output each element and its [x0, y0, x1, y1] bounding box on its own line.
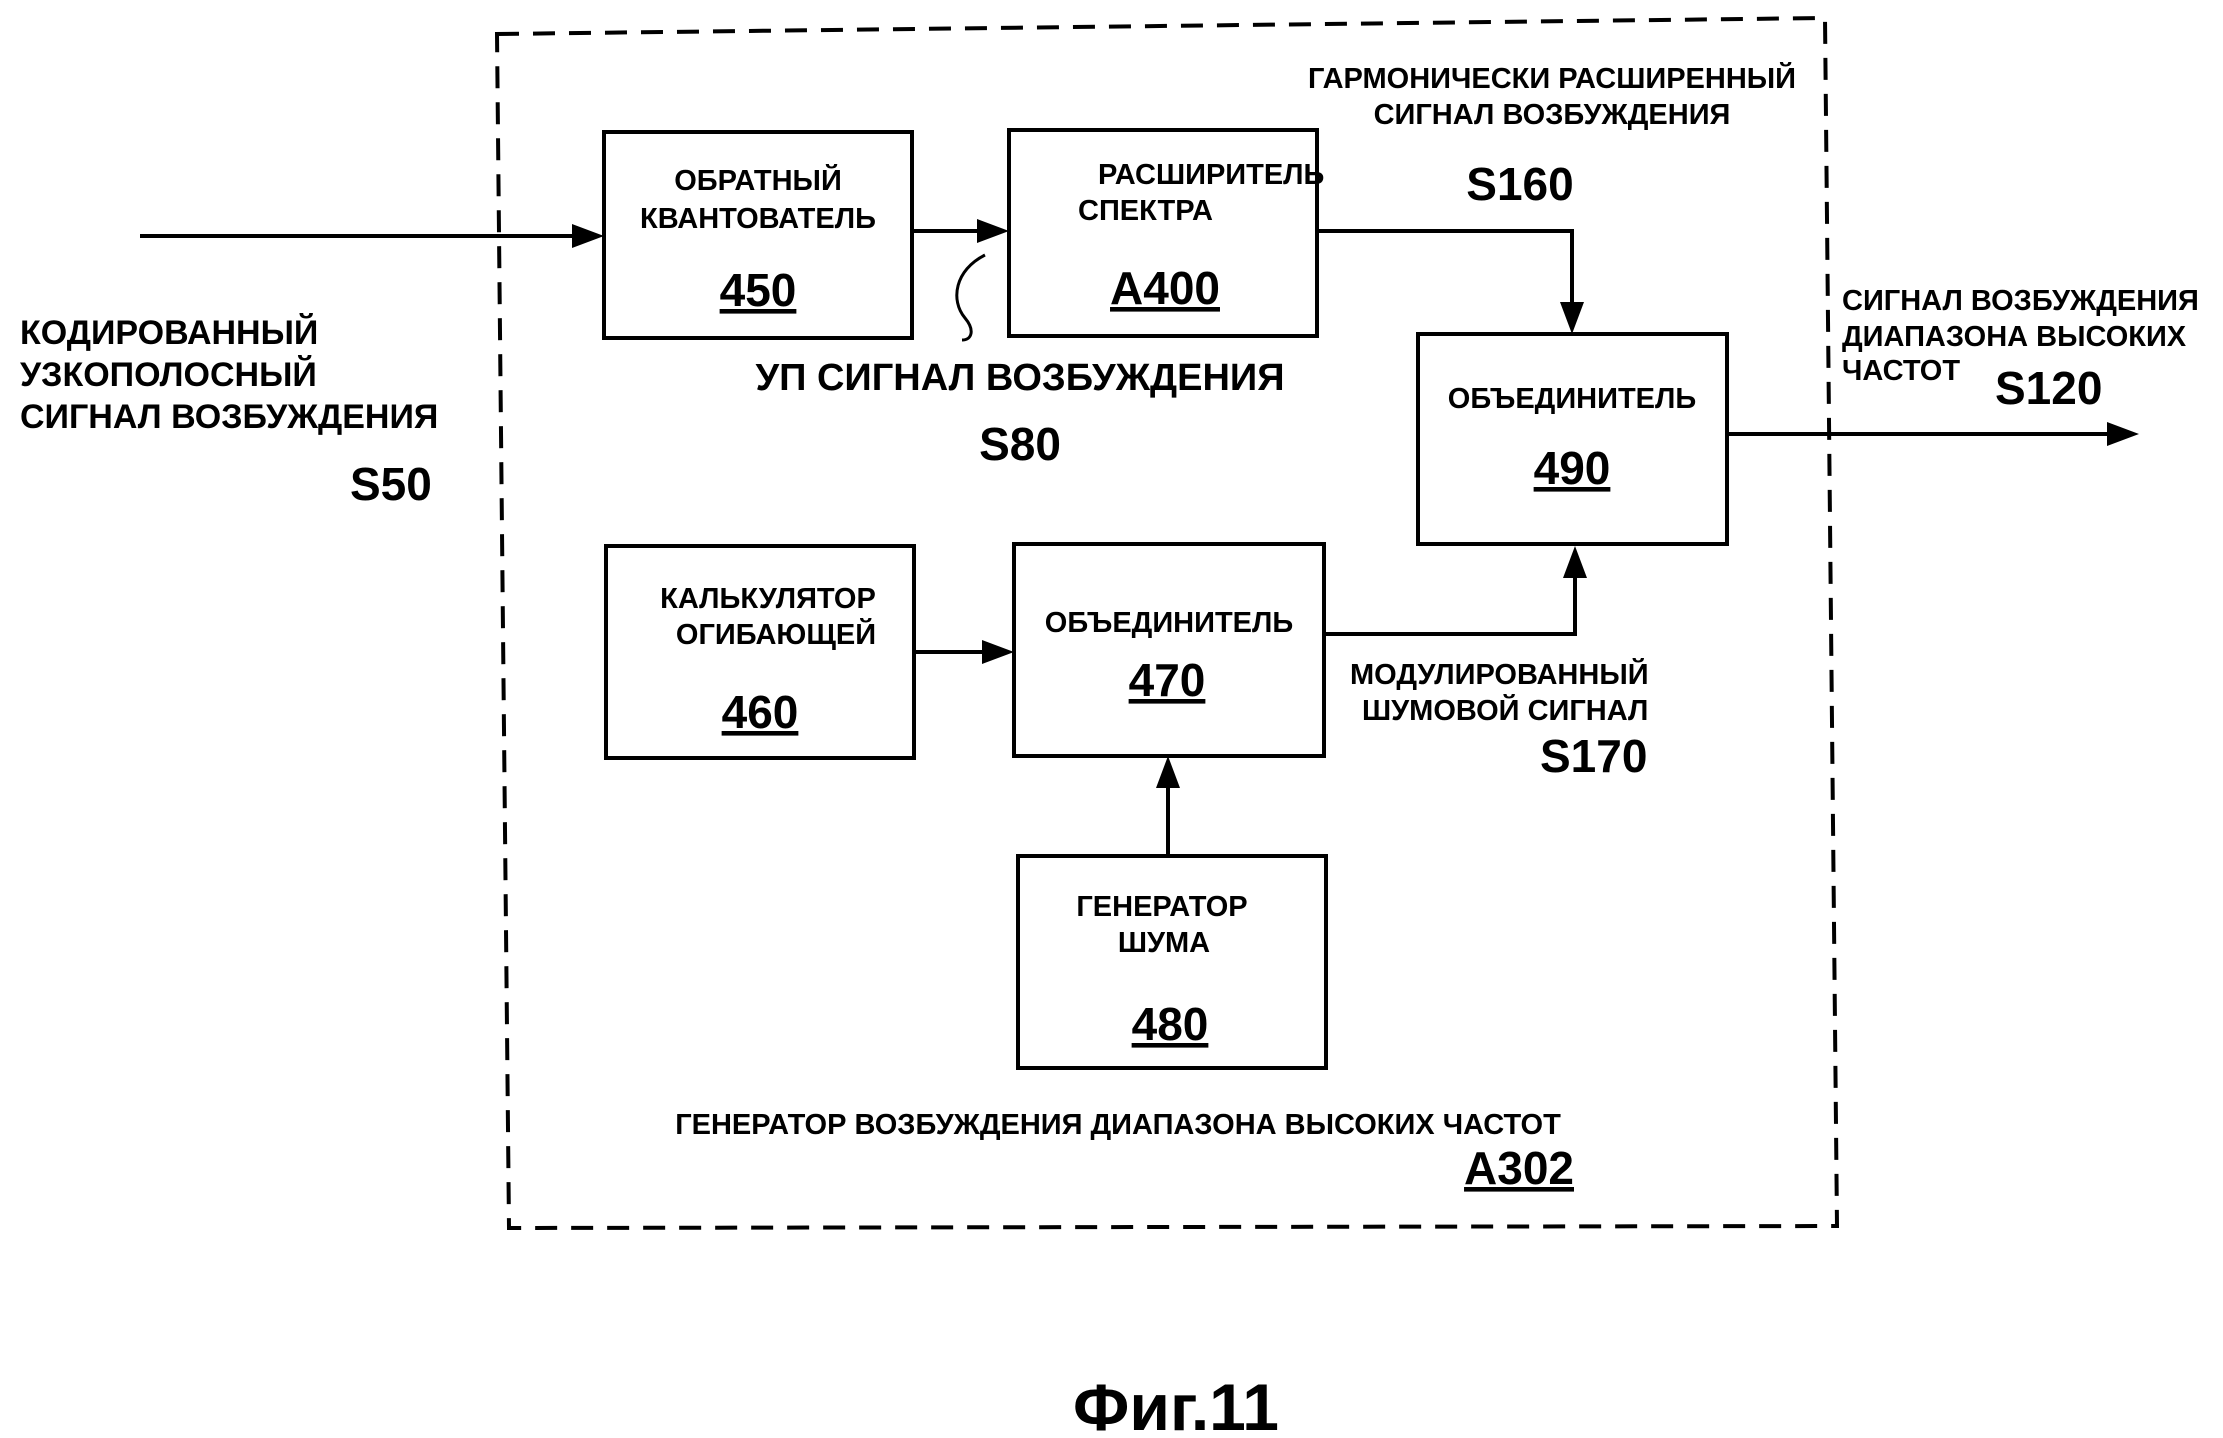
block-a400-line-1: РАСШИРИТЕЛЬ — [1098, 159, 1324, 191]
s80-ref: S80 — [979, 418, 1061, 470]
container-label: ГЕНЕРАТОР ВОЗБУЖДЕНИЯ ДИАПАЗОНА ВЫСОКИХ … — [675, 1109, 1561, 1141]
block-480-line-1: ГЕНЕРАТОР — [1076, 891, 1247, 923]
wire-a400-to-490 — [1317, 229, 1584, 334]
input-label-line-3: СИГНАЛ ВОЗБУЖДЕНИЯ — [20, 398, 438, 436]
s120-line-1: СИГНАЛ ВОЗБУЖДЕНИЯ — [1842, 285, 2199, 317]
wire-470-to-490 — [1324, 546, 1587, 636]
s170-line-1: МОДУЛИРОВАННЫЙ — [1350, 657, 1649, 691]
block-470-combiner: ОБЪЕДИНИТЕЛЬ 470 — [1012, 542, 1326, 758]
wire-input-to-450 — [140, 224, 604, 248]
wire-460-to-470 — [914, 640, 1014, 664]
container-a302-border — [494, 15, 1840, 1231]
signal-s120-label: СИГНАЛ ВОЗБУЖДЕНИЯ ДИАПАЗОНА ВЫСОКИХ ЧАС… — [1842, 285, 2199, 414]
wire-450-to-a400 — [912, 219, 1009, 243]
s160-line-1: ГАРМОНИЧЕСКИ РАСШИРЕННЫЙ — [1308, 61, 1796, 95]
block-450-ref: 450 — [720, 264, 797, 316]
block-a400-spectrum-extender: РАСШИРИТЕЛЬ СПЕКТРА A400 — [1007, 128, 1324, 338]
block-450-line-1: ОБРАТНЫЙ — [674, 163, 842, 197]
s80-squiggle — [955, 253, 986, 342]
block-490-combiner: ОБЪЕДИНИТЕЛЬ 490 — [1416, 332, 1729, 546]
input-label-line-1: КОДИРОВАННЫЙ — [20, 313, 318, 352]
block-460-envelope-calculator: КАЛЬКУЛЯТОР ОГИБАЮЩЕЙ 460 — [604, 544, 916, 760]
s160-ref: S160 — [1466, 158, 1573, 210]
block-a400-line-2: СПЕКТРА — [1078, 195, 1213, 227]
input-signal-label: КОДИРОВАННЫЙ УЗКОПОЛОСНЫЙ СИГНАЛ ВОЗБУЖД… — [20, 313, 438, 510]
block-470-ref: 470 — [1129, 654, 1206, 706]
container-ref: A302 — [1464, 1142, 1574, 1194]
wire-480-to-470 — [1156, 756, 1180, 856]
s170-line-2: ШУМОВОЙ СИГНАЛ — [1362, 693, 1648, 727]
block-460-line-1: КАЛЬКУЛЯТОР — [660, 583, 876, 615]
block-a400-ref: A400 — [1110, 262, 1220, 314]
block-480-ref: 480 — [1132, 998, 1209, 1050]
block-490-ref: 490 — [1534, 442, 1611, 494]
block-450-line-2: КВАНТОВАТЕЛЬ — [640, 203, 876, 235]
block-480-line-2: ШУМА — [1118, 927, 1210, 959]
signal-s80-label: УП СИГНАЛ ВОЗБУЖДЕНИЯ S80 — [755, 357, 1284, 470]
block-450-inverse-quantizer: ОБРАТНЫЙ КВАНТОВАТЕЛЬ 450 — [602, 130, 914, 340]
signal-s160-label: ГАРМОНИЧЕСКИ РАСШИРЕННЫЙ СИГНАЛ ВОЗБУЖДЕ… — [1308, 61, 1796, 210]
block-490-line-1: ОБЪЕДИНИТЕЛЬ — [1448, 383, 1696, 415]
block-470-line-1: ОБЪЕДИНИТЕЛЬ — [1045, 607, 1293, 639]
block-460-ref: 460 — [722, 686, 799, 738]
container-a302-label: ГЕНЕРАТОР ВОЗБУЖДЕНИЯ ДИАПАЗОНА ВЫСОКИХ … — [675, 1109, 1574, 1194]
s170-ref: S170 — [1540, 730, 1647, 782]
s120-line-2: ДИАПАЗОНА ВЫСОКИХ — [1842, 321, 2187, 353]
input-label-line-2: УЗКОПОЛОСНЫЙ — [20, 355, 317, 394]
figure-caption: Фиг.11 — [1073, 1370, 1279, 1438]
wire-490-to-output — [1727, 422, 2139, 446]
s120-ref: S120 — [1995, 362, 2102, 414]
signal-s170-label: МОДУЛИРОВАННЫЙ ШУМОВОЙ СИГНАЛ S170 — [1350, 657, 1649, 782]
s120-line-3: ЧАСТОТ — [1842, 355, 1960, 387]
block-480-noise-generator: ГЕНЕРАТОР ШУМА 480 — [1016, 854, 1328, 1070]
s80-label: УП СИГНАЛ ВОЗБУЖДЕНИЯ — [755, 357, 1284, 399]
s160-line-2: СИГНАЛ ВОЗБУЖДЕНИЯ — [1374, 99, 1731, 131]
block-460-line-2: ОГИБАЮЩЕЙ — [676, 617, 876, 651]
input-signal-ref: S50 — [350, 458, 432, 510]
